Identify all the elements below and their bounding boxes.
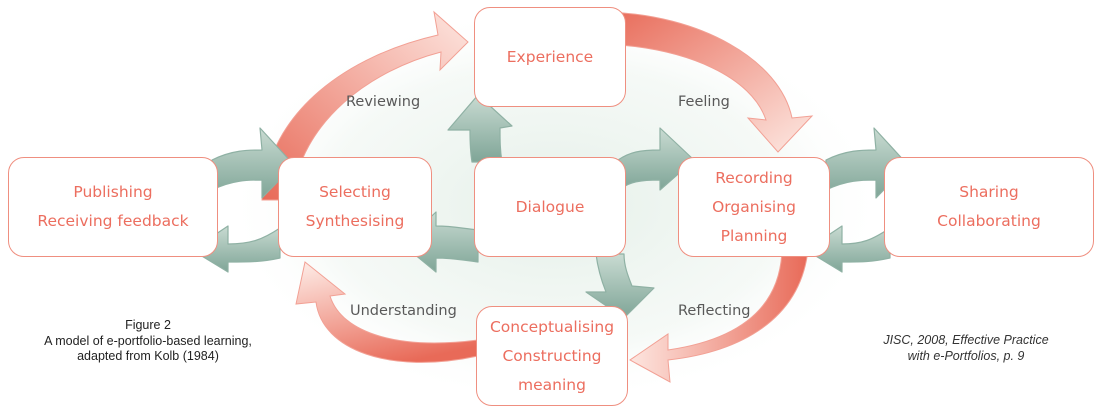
label-reviewing: Reviewing [346, 94, 421, 110]
node-sharing-line-1: Sharing [959, 183, 1019, 201]
cycle-arrow-understanding [295, 261, 479, 363]
cycle-arrow-feeling [604, 11, 814, 153]
node-sharing: Sharing Collaborating [884, 157, 1094, 257]
node-selecting-line-2: Synthesising [305, 212, 405, 230]
node-dialogue-line-1: Dialogue [515, 197, 585, 216]
node-experience: Experience [474, 7, 626, 107]
node-recording-line-2: Organising [712, 197, 796, 216]
citation-line-1: JISC, 2008, Effective Practice [883, 333, 1049, 347]
node-recording: Recording Organising Planning [678, 157, 830, 257]
node-conceptualising: Conceptualising Constructing meaning [476, 306, 628, 406]
node-publishing: Publishing Receiving feedback [8, 157, 218, 257]
cycle-arrow-reflecting [629, 249, 809, 383]
caption-line-1: Figure 2 [125, 318, 171, 332]
label-reflecting: Reflecting [678, 303, 751, 319]
citation: JISC, 2008, Effective Practice with e-Po… [850, 332, 1082, 364]
node-recording-line-1: Recording [715, 168, 793, 187]
node-selecting-line-1: Selecting [319, 183, 391, 201]
node-experience-line-1: Experience [506, 47, 594, 66]
node-sharing-line-2: Collaborating [937, 212, 1041, 230]
node-dialogue: Dialogue [474, 157, 626, 257]
label-feeling: Feeling [678, 94, 730, 110]
exchange-arrow-dialogue-to-experience [447, 94, 513, 163]
caption-line-2: A model of e-portfolio-based learning, [44, 333, 252, 348]
exchange-arrow-dialogue-to-conceptualising [585, 253, 655, 319]
exchange-arrow-dialogue-to-recording [617, 127, 695, 191]
node-publishing-line-1: Publishing [73, 183, 153, 201]
caption-line-3: adapted from Kolb (1984) [77, 349, 219, 363]
node-conceptualising-line-2: Constructing [502, 346, 602, 365]
figure-caption: Figure 2 A model of e-portfolio-based le… [28, 318, 268, 365]
label-understanding: Understanding [350, 303, 457, 319]
node-conceptualising-line-3: meaning [518, 375, 586, 394]
node-publishing-line-2: Receiving feedback [37, 212, 189, 230]
node-selecting: Selecting Synthesising [278, 157, 432, 257]
node-conceptualising-line-1: Conceptualising [489, 317, 615, 336]
node-recording-line-3: Planning [720, 226, 788, 245]
citation-line-2: with e-Portfolios, p. 9 [907, 349, 1025, 363]
cycle-arrow-reviewing [261, 10, 469, 201]
